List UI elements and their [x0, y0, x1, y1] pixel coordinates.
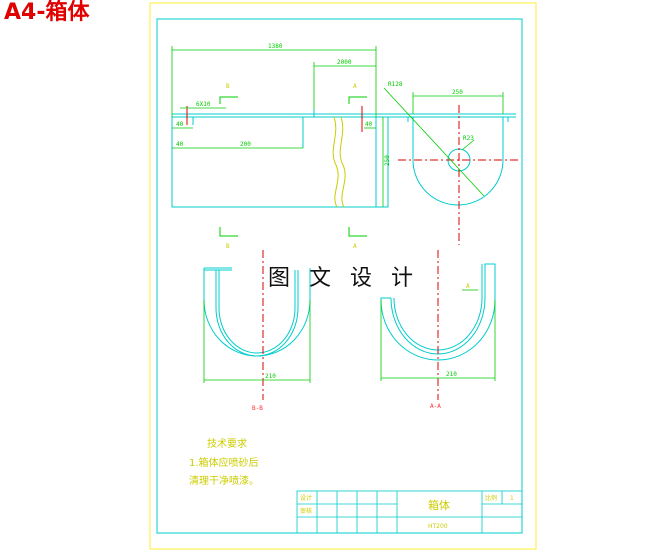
dim-right-width: 250 — [452, 89, 463, 96]
dim-right-length: 2000 — [337, 59, 352, 66]
page-title: A4-箱体 — [4, 0, 90, 25]
section-b-view — [203, 267, 311, 357]
front-dimensions — [171, 46, 384, 207]
section-markers — [219, 96, 367, 237]
dim-height: 250 — [384, 155, 391, 166]
watermark-box — [263, 258, 398, 294]
dim-small-b: 40 — [176, 141, 184, 148]
title-block-material: HT200 — [428, 523, 448, 530]
section-a-view — [380, 263, 496, 361]
section-a-label: A-A — [430, 403, 441, 410]
title-block-design: 设计 — [300, 494, 312, 502]
title-block-scale-value: 1 — [510, 495, 514, 502]
front-view — [171, 106, 402, 208]
title-block — [296, 490, 523, 534]
watermark-text: 图 文 设 计 — [268, 266, 419, 291]
dim-section-b-width: 210 — [265, 373, 276, 380]
dim-overall-length: 1380 — [268, 43, 283, 50]
dim-radius-large: R128 — [388, 81, 403, 88]
section-mark-a-top: A — [353, 83, 357, 90]
section-mark-b-bottom: B — [226, 243, 230, 250]
tech-notes-line1: 1.箱体应喷砂后 — [189, 456, 259, 469]
dim-front-length: 200 — [240, 141, 251, 148]
section-mark-b-top: B — [226, 83, 230, 90]
title-block-scale: 比例 — [485, 494, 497, 502]
title-block-check: 审核 — [300, 507, 312, 515]
section-mark-a-bottom: A — [353, 243, 357, 250]
tech-notes-line2: 清理干净喷漆。 — [189, 474, 259, 487]
side-view — [383, 87, 520, 245]
dim-small-c: 40 — [365, 121, 373, 128]
dim-radius-small: R23 — [463, 135, 474, 142]
section-mark-a-right: A — [466, 283, 470, 290]
dim-small-a: 40 — [176, 121, 184, 128]
tech-notes-heading: 技术要求 — [207, 437, 247, 450]
dim-angle-label: 6X10 — [196, 101, 211, 108]
outer-frame — [149, 2, 537, 550]
dim-section-a-width: 210 — [446, 371, 457, 378]
section-b-label: B-B — [252, 405, 263, 412]
title-block-part-name: 箱体 — [428, 498, 450, 512]
